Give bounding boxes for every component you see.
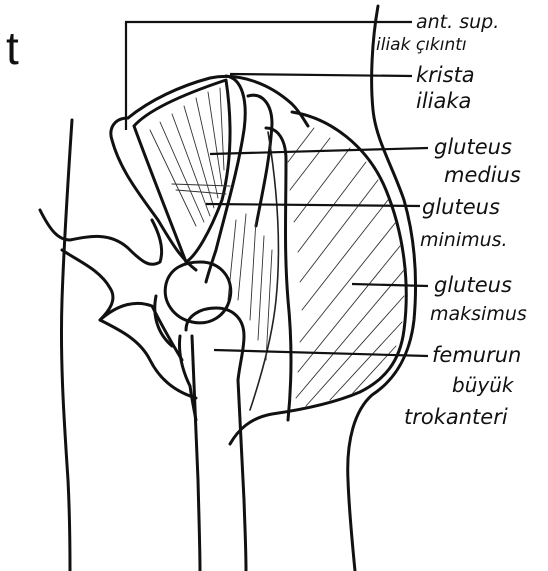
gluteus-minimus-strand — [248, 95, 272, 226]
label-medius-line2: medius — [444, 163, 521, 187]
femur-shaft-right — [238, 380, 246, 571]
label-trochanter-line2: büyük — [452, 373, 515, 397]
leader-trochanter — [214, 350, 428, 356]
femoral-head — [165, 262, 231, 323]
gluteus-maximus-outline — [230, 112, 406, 444]
sacrum-outline — [62, 250, 196, 398]
label-asis-line2: iliak çıkıntı — [376, 35, 467, 55]
leader-medius — [210, 148, 428, 154]
femur-shaft-left — [192, 336, 200, 571]
corner-letter: t — [6, 22, 19, 74]
ilium-outline — [111, 118, 196, 270]
pelvis-outline — [40, 210, 162, 264]
gluteus-minimus-hatching — [228, 214, 272, 360]
label-minimus-line2: minimus. — [420, 229, 508, 251]
gluteus-maximus-inner-edge — [250, 132, 278, 410]
label-asis-line1: ant. sup. — [416, 11, 499, 33]
label-medius-line1: gluteus — [434, 135, 512, 159]
gluteus-maximus-hatching — [288, 128, 404, 406]
label-trochanter-line1: femurun — [432, 343, 521, 367]
leader-crista — [230, 74, 412, 76]
label-trochanter-line3: trokanteri — [404, 405, 508, 429]
ischium-outline — [100, 303, 182, 360]
label-maximus-line2: maksimus — [430, 303, 527, 325]
leader-minimus — [206, 204, 420, 206]
body-outline-left — [61, 120, 72, 571]
gluteus-medius-hatching — [150, 88, 230, 226]
label-crista-line2: iliaka — [416, 89, 471, 113]
label-minimus-line1: gluteus — [422, 195, 500, 219]
label-maximus-line1: gluteus — [434, 273, 512, 297]
label-crista-line1: krista — [416, 63, 475, 87]
